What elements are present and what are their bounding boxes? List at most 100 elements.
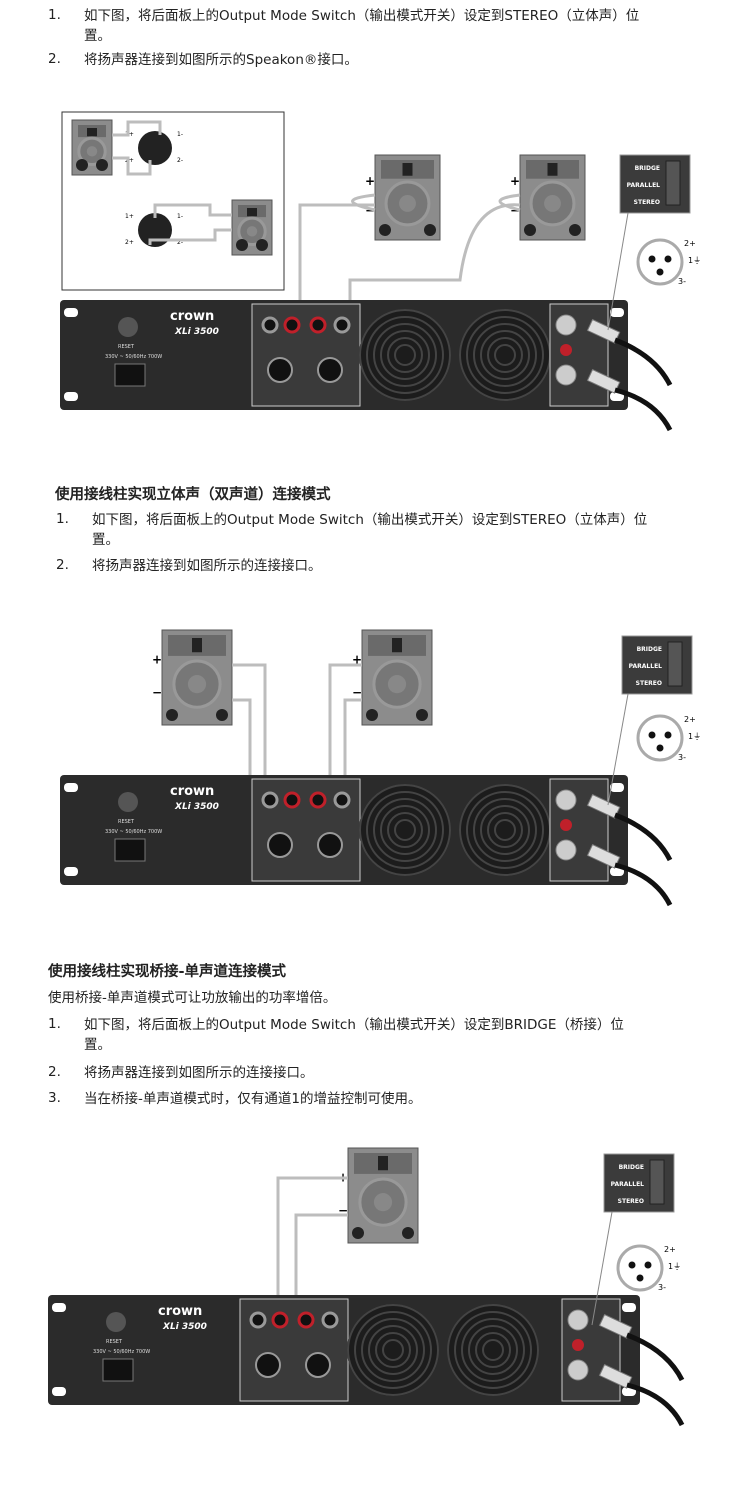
fan-grill (382, 1339, 404, 1361)
step-number: 1. (56, 511, 69, 527)
xlr-pin (664, 255, 672, 263)
brand-logo: crown (170, 309, 214, 324)
speakon-pin-label: 1+ (125, 213, 134, 220)
power-label: 330V ~ 50/60Hz 700W (105, 354, 162, 360)
fan-grill (373, 798, 437, 862)
binding-post (261, 316, 279, 334)
rack-hole (64, 783, 78, 792)
speakon-pin-label: 2- (177, 157, 183, 164)
speaker-wire (276, 1176, 348, 1315)
woofer-cap (387, 675, 407, 694)
speaker-wire (351, 193, 521, 212)
switch-label-parallel: PARALLEL (629, 663, 662, 670)
step-text: 当在桥接-单声道模式时，仅有通道1的增益控制可使用。 (84, 1091, 422, 1107)
fan-grill (480, 330, 530, 380)
xlr-plug (586, 793, 621, 819)
rack-hole (622, 1303, 636, 1312)
horn-throat (402, 163, 413, 176)
switch-slider (667, 641, 683, 687)
speaker-foot (256, 239, 268, 251)
switch-label-stereo: STEREO (634, 199, 660, 206)
xlr-input (567, 1359, 589, 1381)
speaker-foot (96, 159, 108, 171)
speaker-foot (76, 159, 88, 171)
horn-throat (247, 208, 257, 217)
rack-hole (610, 392, 624, 401)
xlr-cable (614, 812, 673, 907)
fan (459, 309, 551, 401)
rca-input (560, 344, 572, 356)
minus-label: − (352, 686, 362, 700)
fan-grill (366, 791, 444, 869)
speaker-foot (366, 709, 378, 721)
rack-hole (610, 783, 624, 792)
fan-grill (380, 805, 430, 855)
xlr-pin (644, 1261, 652, 1269)
fan (347, 1304, 439, 1396)
binding-post (249, 1311, 267, 1329)
switch-label-bridge: BRIDGE (635, 165, 660, 172)
step-text: 如下图，将后面板上的Output Mode Switch（输出模式开关）设定到S… (84, 8, 640, 24)
xlr-pin (636, 1274, 644, 1282)
fan-grill (473, 798, 537, 862)
speaker-foot (379, 224, 391, 236)
horn-throat (87, 128, 97, 137)
rack-hole (622, 1387, 636, 1396)
minus-label: − (152, 686, 162, 700)
step-number: 1. (48, 7, 61, 23)
binding-post (321, 1311, 339, 1329)
woofer-cap (399, 195, 416, 212)
minus-label: − (338, 1204, 348, 1218)
fan-grill (466, 316, 544, 394)
speaker-foot (416, 709, 428, 721)
fan-grill (359, 784, 451, 876)
switch-label-parallel: PARALLEL (611, 1181, 644, 1188)
step-text: 置。 (84, 1037, 111, 1053)
switch-label-bridge: BRIDGE (619, 1164, 644, 1171)
speaker-wire (112, 120, 162, 176)
binding-post (283, 791, 301, 809)
fan-grill (361, 1318, 425, 1382)
fan-grill (373, 323, 437, 387)
binding-post (333, 791, 351, 809)
fan (447, 1304, 539, 1396)
rack-hole (64, 867, 78, 876)
pin-label: 3- (678, 753, 686, 762)
xlr-pin (648, 255, 656, 263)
fan-grill (473, 323, 537, 387)
xlr-pinout (636, 238, 684, 286)
switch-label-stereo: STEREO (636, 680, 662, 687)
fan-grill (480, 805, 530, 855)
step-text: 将扬声器连接到如图所示的连接接口。 (84, 1065, 314, 1081)
woofer-cap (187, 675, 207, 694)
plus-label: + (352, 652, 362, 666)
fan-grill (475, 1332, 511, 1368)
horn-throat (378, 1156, 388, 1171)
rack-hole (610, 308, 624, 317)
xlr-cable (614, 337, 673, 432)
reset-button (106, 1312, 126, 1332)
fan-grill (387, 812, 423, 848)
speaker-foot (402, 1227, 414, 1239)
speakon-jack (267, 357, 293, 383)
speakon-pin-label: 1- (177, 213, 183, 220)
horn-throat (192, 638, 202, 653)
fan-grill (454, 1311, 532, 1389)
xlr-plug (586, 318, 621, 344)
xlr-pin (628, 1261, 636, 1269)
binding-post (309, 791, 327, 809)
speaker-foot (166, 709, 178, 721)
speaker-foot (216, 709, 228, 721)
speaker-wire (232, 663, 362, 795)
speakon-pin-label: 2- (177, 239, 183, 246)
intro-text: 使用桥接-单声道模式可让功放输出的功率增倍。 (48, 990, 337, 1006)
horn-throat (547, 163, 558, 176)
fan-grill (368, 1325, 418, 1375)
xlr-plug (598, 1313, 633, 1339)
step-text: 将扬声器连接到如图所示的Speakon®接口。 (84, 52, 358, 68)
callout-line (607, 212, 629, 331)
